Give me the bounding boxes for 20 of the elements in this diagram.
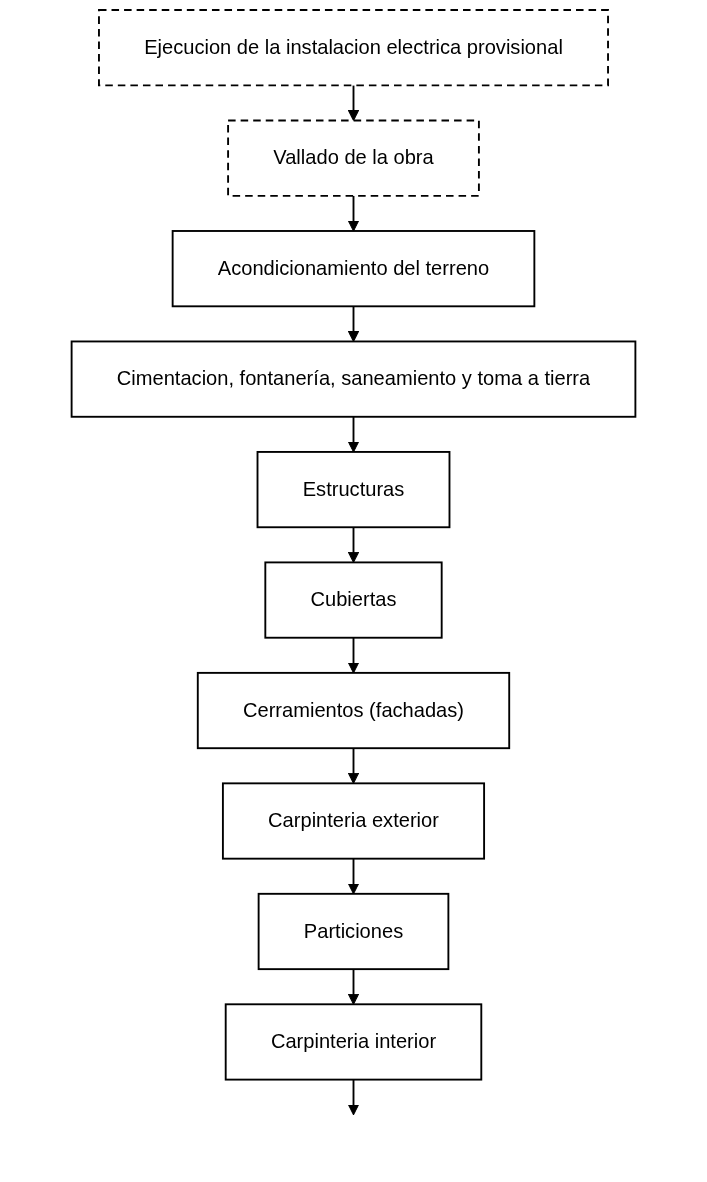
- node-box: Cubiertas: [264, 561, 443, 639]
- node-box: Carpinteria interior: [224, 1003, 483, 1081]
- arrow: [348, 84, 359, 121]
- node-box: Estructuras: [256, 451, 451, 529]
- arrow: [348, 305, 359, 342]
- arrow: [348, 857, 359, 895]
- node-box: Ejecucion de la instalacion electrica provisional: [98, 9, 609, 87]
- node-box: Carpinteria exterior: [221, 782, 486, 860]
- arrow: [348, 1078, 359, 1116]
- arrow: [348, 636, 359, 674]
- arrow: [348, 194, 359, 232]
- node-box: Cerramientos (fachadas): [196, 671, 511, 750]
- arrow: [348, 968, 359, 1005]
- node-box: Particiones: [257, 892, 450, 971]
- arrow: [348, 415, 359, 453]
- node-box: Acondicionamiento del terreno: [171, 230, 536, 308]
- arrow: [348, 747, 359, 784]
- node-box: Cimentacion, fontanería, saneamiento y toma a tierra: [70, 340, 637, 418]
- arrow: [348, 526, 359, 563]
- node-box: Vallado de la obra: [227, 119, 480, 197]
